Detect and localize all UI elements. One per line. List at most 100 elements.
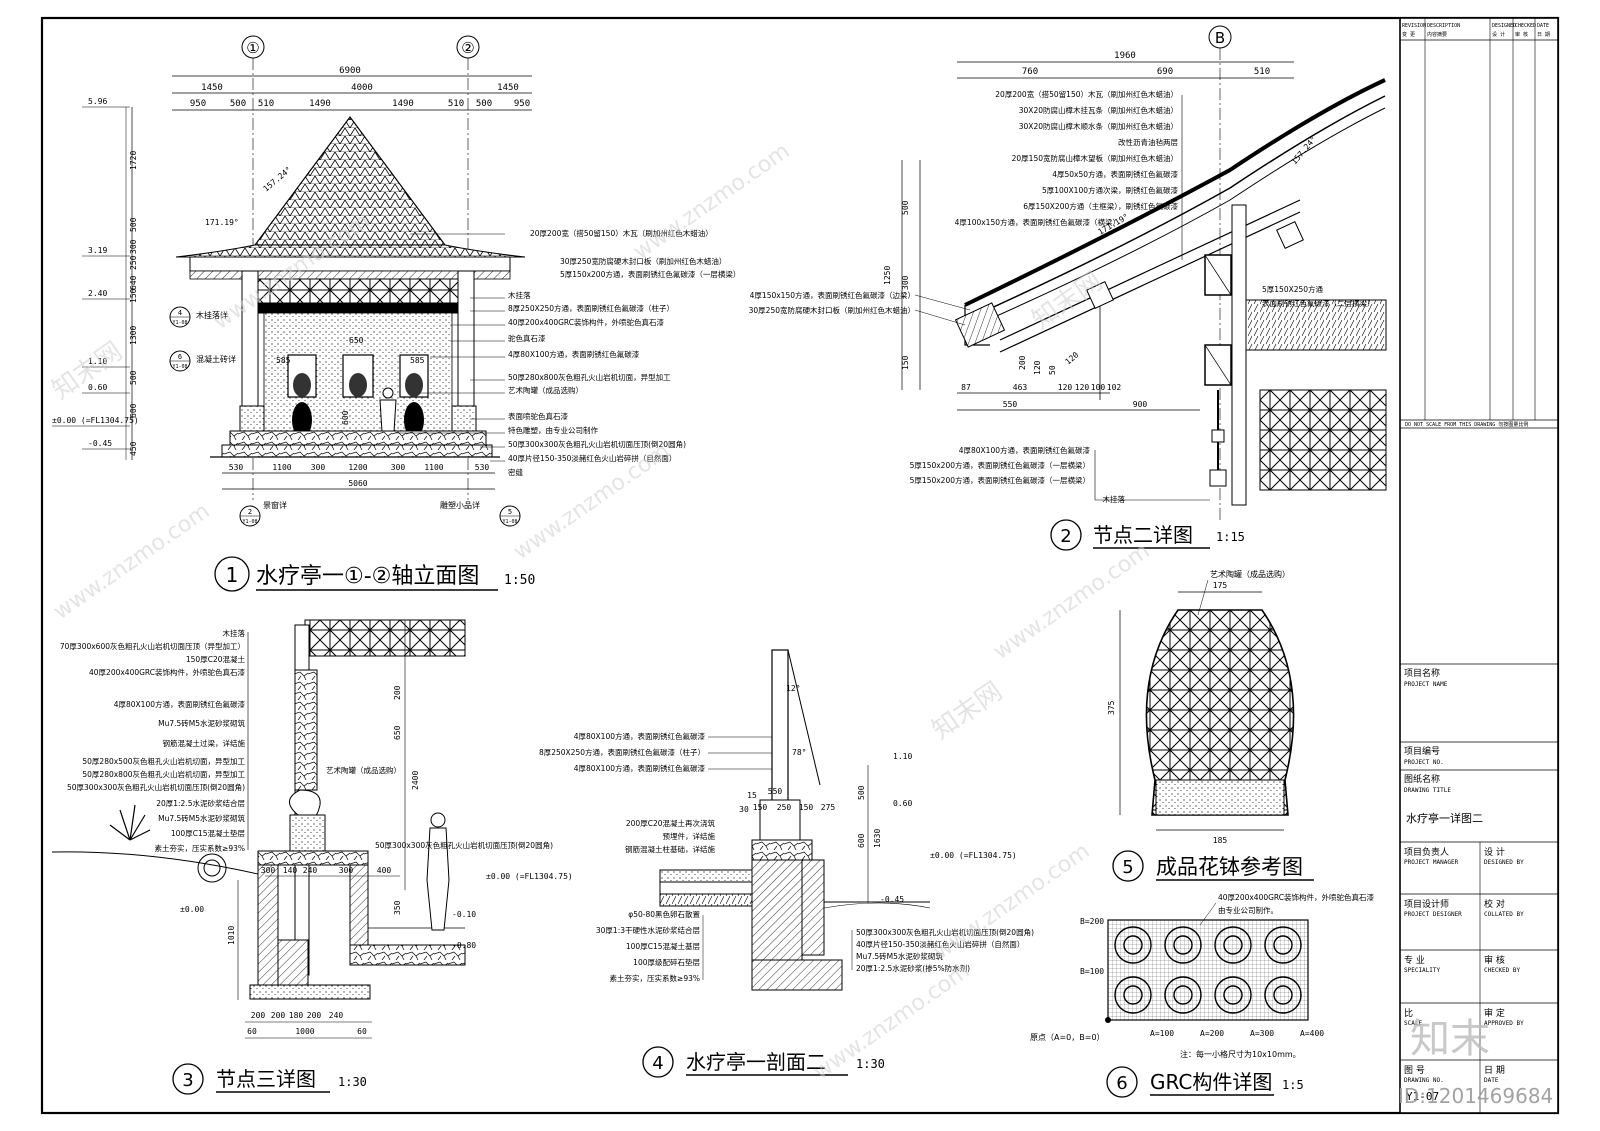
d2-dim-l-1250: 1250 <box>883 266 892 285</box>
title-4-scale: 1:30 <box>856 1057 885 1071</box>
dim-b-530-r: 530 <box>475 463 490 472</box>
ref-bubble-4-bot: Y1-08 <box>172 320 187 326</box>
s4-dim-250: 250 <box>777 803 792 812</box>
s4-note-l-3: 200厚C20混凝土再次浇筑 <box>626 818 716 828</box>
tb-pm-en: PROJECT MANAGER <box>1404 859 1459 866</box>
level-1-10: 1.10 <box>88 357 107 366</box>
tb-date-cn: 日 期 <box>1484 1065 1505 1076</box>
s4-dim-275: 275 <box>821 803 836 812</box>
tb-scale-en: SCALE <box>1404 1020 1422 1027</box>
d3-note-1: 70厚300x600灰色粗孔火山岩机切面压顶（异型加工） <box>60 641 245 651</box>
d3-note-10: 20厚1:2.5水泥砂浆结合层 <box>156 798 245 808</box>
d2-note-left-1: 30厚250宽防腐硬木封口板（刷加州红色木蜡油） <box>749 305 915 315</box>
tb-collate-cn: 校 对 <box>1484 898 1505 910</box>
d2-note-bot-3: 木挂落 <box>1103 494 1126 504</box>
s4-angle-78: 78° <box>792 748 806 757</box>
s4-dim-15: 15 <box>747 791 757 800</box>
grc-note-1: 40厚200x400GRC装饰构件，外喷驼色真石漆 <box>1218 892 1374 902</box>
d3-dim-200c: 200 <box>307 1011 322 1020</box>
elev-note-7: 4厚80X100方通，表面刷锈红色氟碳漆 <box>508 349 640 359</box>
d3-dim-400: 400 <box>377 866 392 875</box>
d2-note-top-6: 5厚100X100方通次梁，刷锈红色氟碳漆 <box>1042 185 1179 195</box>
s4-dim-r-600: 600 <box>857 833 866 848</box>
s4-dim-150b: 150 <box>799 803 814 812</box>
tb-designed-en: DESIGNED <box>1492 23 1516 29</box>
d3-note-7: 50厚280x500灰色粗孔火山岩机切面，异型加工 <box>82 756 245 766</box>
ref-label-sculpture: 雕塑小品详 <box>440 500 480 510</box>
d3-note-2: 150厚C20混凝土 <box>186 654 246 664</box>
tb-project-no-cn: 项目编号 <box>1404 745 1440 757</box>
dim-650: 650 <box>349 336 364 345</box>
ref-bubble-5-top: 5 <box>508 508 512 516</box>
tb-pd-cn: 项目设计师 <box>1404 898 1449 910</box>
s4-level-000: ±0.00 (=FL1304.75) <box>930 851 1017 860</box>
title-2-scale: 1:15 <box>1216 530 1245 544</box>
d2-dim-120a: 120 <box>1058 383 1073 392</box>
dim-b-5060: 5060 <box>348 479 367 488</box>
elev-note-5: 40厚200x400GRC装饰构件，外喷驼色真石漆 <box>508 317 664 327</box>
level-2-40: 2.40 <box>88 289 107 298</box>
d2-note-bot-2: 5厚150x200方通，表面刷锈红色氟碳漆（一层横梁） <box>910 475 1090 485</box>
d2-dim-760: 760 <box>1022 67 1038 77</box>
s4-dim-150a: 150 <box>753 803 768 812</box>
axis-label-2: ② <box>461 39 474 57</box>
elev-note-14: 密缝 <box>508 467 523 477</box>
ref-bubble-4-top: 4 <box>178 309 182 317</box>
grc-x-200: A=200 <box>1200 1029 1224 1038</box>
level-minus-0-45: -0.45 <box>88 439 112 448</box>
tb-project-no-en: PROJECT NO. <box>1404 759 1444 766</box>
pot-dim-185: 185 <box>1213 836 1228 845</box>
d3-note-12: 100厚C15混凝土垫层 <box>171 828 246 838</box>
tb-desc-en: DESCRIPTION <box>1427 23 1460 29</box>
tb-design-en: DESIGNED BY <box>1484 859 1524 866</box>
s4-angle-12: 12° <box>786 684 800 693</box>
d3-dim-r-200: 200 <box>393 685 402 700</box>
d2-note-top-3: 改性沥青油毡两层 <box>1118 137 1178 147</box>
title-2-number: 2 <box>1060 526 1071 547</box>
s4-note-l-5: 钢筋混凝土柱基础，详结施 <box>625 844 715 854</box>
tb-drawing-title-en: DRAWING TITLE <box>1404 787 1451 794</box>
tb-approve-en: APPROVED BY <box>1484 1020 1524 1027</box>
title-5-text: 成品花钵参考图 <box>1156 855 1303 879</box>
watermark-id: ID:1201469684 <box>1398 1084 1553 1108</box>
elevation-drawing: ① ② 6900 1450 4000 1450 950 500 510 1490… <box>52 35 740 592</box>
ref-label-window: 景窗详 <box>263 500 287 510</box>
title-3-text: 节点三详图 <box>216 1067 316 1091</box>
d3-level-0: ±0.00 (=FL1304.75) <box>486 872 573 881</box>
title-5-number: 5 <box>1122 857 1133 878</box>
level-0-00: ±0.00 (=FL1304.75) <box>52 416 139 425</box>
title-1-scale: 1:50 <box>504 573 535 588</box>
d3-level-m080: -0.80 <box>452 941 476 950</box>
s4-note-r-1: 40厚片径150-350淡赭红色火山岩碎拼（自然面） <box>856 939 1024 949</box>
d2-dim-l-300: 300 <box>901 275 910 290</box>
d3-note-13: 素土夯实，压实系数≥93% <box>155 843 245 853</box>
dim-l-450: 450 <box>129 441 138 456</box>
d2-note-left-0: 4厚150x150方通，表面刷锈红色氟碳漆（边梁） <box>750 290 915 300</box>
d3-dim-240: 240 <box>303 866 318 875</box>
d2-dim-690: 690 <box>1157 67 1173 77</box>
dim-510-r: 510 <box>448 99 464 109</box>
d3-dim-1010: 1010 <box>227 926 236 945</box>
elev-note-3: 木挂落 <box>508 290 531 300</box>
tb-checked-cn: 审 核 <box>1515 31 1528 38</box>
dim-6900: 6900 <box>339 66 361 76</box>
d2-note-bot-0: 4厚80X100方通，表面刷锈红色氟碳漆 <box>959 445 1091 455</box>
d3-note-3: 40厚200x400GRC装饰构件，外喷驼色真石漆 <box>89 667 245 677</box>
elev-note-2: 5厚150x200方通，表面刷锈红色氟碳漆（一层横梁） <box>560 269 740 279</box>
tb-dwgno-value: Y1-07 <box>1406 1090 1439 1103</box>
s4-note-l-1: 8厚250X250方通，表面刷锈红色氟碳漆（柱子） <box>539 747 705 757</box>
ref-bubble-2-top: 2 <box>248 508 252 516</box>
d3-note-0: 木挂落 <box>223 628 246 638</box>
tb-project-name-cn: 项目名称 <box>1404 667 1440 679</box>
dim-l-600: 600 <box>129 403 138 418</box>
title-3-scale: 1:30 <box>338 1075 367 1089</box>
d3-note-11: Mu7.5砖M5水泥砂浆砌筑 <box>158 813 245 823</box>
tb-checked-en: CHECKED <box>1515 23 1536 29</box>
tb-date-en: DATE <box>1484 1077 1499 1084</box>
d3-dim-180: 180 <box>289 1011 304 1020</box>
d3-dim-240b: 240 <box>329 1011 344 1020</box>
grc-x-400: A=400 <box>1300 1029 1324 1038</box>
grc-x-300: A=300 <box>1250 1029 1274 1038</box>
level-3-19: 3.19 <box>88 246 107 255</box>
dim-510-l: 510 <box>258 99 274 109</box>
